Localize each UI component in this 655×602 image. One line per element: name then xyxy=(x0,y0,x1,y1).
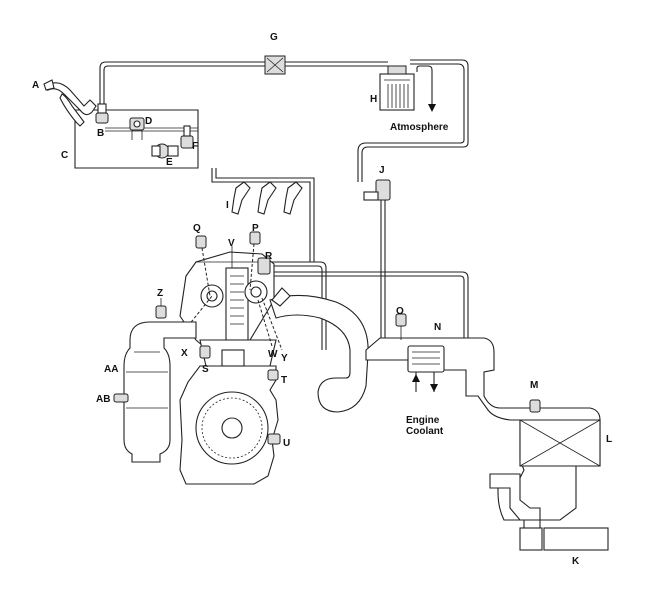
label-j: J xyxy=(379,165,385,176)
label-r: R xyxy=(265,251,273,262)
valve-j xyxy=(363,179,391,340)
sensor-q xyxy=(195,235,211,297)
catalytic-converter-aa xyxy=(123,321,197,463)
label-v: V xyxy=(228,238,235,249)
label-h: H xyxy=(370,94,377,105)
air-box-k xyxy=(489,473,609,551)
label-x: X xyxy=(181,348,188,359)
label-s: S xyxy=(202,364,209,375)
valve-b xyxy=(95,103,109,124)
engine-block xyxy=(179,349,279,485)
label-e: E xyxy=(166,157,173,168)
label-ab: AB xyxy=(96,394,110,405)
pump-e xyxy=(151,143,179,159)
label-q: Q xyxy=(193,223,201,234)
label-t: T xyxy=(281,375,287,386)
valve-f xyxy=(180,125,194,149)
sensor-z xyxy=(155,298,167,319)
canister-h xyxy=(379,65,436,112)
valve-d xyxy=(129,117,145,140)
intake-manifold xyxy=(269,287,369,413)
sensor-r xyxy=(257,257,271,275)
label-k: K xyxy=(572,556,580,567)
label-p: P xyxy=(252,223,259,234)
coolant-arrows xyxy=(412,372,438,392)
air-chamber-n xyxy=(365,313,601,529)
label-aa: AA xyxy=(104,364,118,375)
purge-lines xyxy=(270,210,469,350)
leader-y xyxy=(261,297,283,351)
hose-a xyxy=(43,79,97,127)
label-n: N xyxy=(434,322,441,333)
label-u: U xyxy=(283,438,290,449)
component-box-c xyxy=(74,109,199,169)
label-f: F xyxy=(192,141,198,152)
engine-head xyxy=(179,251,277,367)
label-c: C xyxy=(61,150,68,161)
atmosphere-note: Atmosphere xyxy=(390,122,449,133)
leader-w xyxy=(257,299,273,347)
label-m: M xyxy=(530,380,538,391)
label-w: W xyxy=(268,349,278,360)
fuel-rail-i xyxy=(211,168,315,215)
label-z: Z xyxy=(157,288,163,299)
labels: A B C D E F G H I J K L M N O P Q R S T … xyxy=(32,32,612,567)
filter-g xyxy=(264,55,286,75)
sensor-ab xyxy=(113,393,129,403)
vacuum-lines xyxy=(99,59,469,182)
leader-x xyxy=(187,295,213,327)
sensor-p xyxy=(249,231,261,291)
label-d: D xyxy=(145,116,152,127)
sensor-t xyxy=(267,369,279,381)
sensor-u xyxy=(267,433,281,445)
label-i: I xyxy=(226,200,229,211)
coolant-note: Coolant xyxy=(406,426,444,437)
label-g: G xyxy=(270,32,278,43)
label-o: O xyxy=(396,306,404,317)
label-a: A xyxy=(32,80,39,91)
label-y: Y xyxy=(281,353,288,364)
engine-note: Engine xyxy=(406,415,440,426)
label-b: B xyxy=(97,128,104,139)
sensor-s xyxy=(199,345,211,359)
label-l: L xyxy=(606,434,612,445)
